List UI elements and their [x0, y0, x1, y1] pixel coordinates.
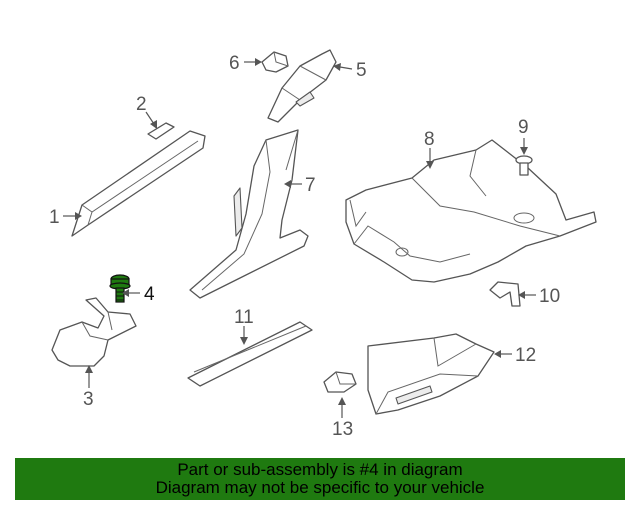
- leader-13-arrow: [338, 397, 346, 405]
- info-banner: Part or sub-assembly is #4 in diagram Di…: [15, 458, 625, 500]
- leader-9-arrow: [520, 147, 528, 155]
- part-2-clip[interactable]: [147, 122, 175, 140]
- part-8-floor-carpet[interactable]: [345, 139, 597, 283]
- leader-7-arrow: [284, 180, 291, 188]
- callout-8: 8: [424, 129, 435, 150]
- leader-6-arrow: [255, 58, 262, 66]
- part-4-bolt[interactable]: [109, 274, 131, 303]
- leader-11-arrow: [240, 337, 248, 345]
- callout-11: 11: [234, 307, 254, 328]
- leader-3-arrow: [85, 365, 93, 373]
- part-10-bracket[interactable]: [489, 281, 521, 307]
- part-11-sill-strip[interactable]: [187, 321, 313, 387]
- leader-2-arrow: [150, 120, 157, 129]
- callout-12: 12: [515, 345, 536, 366]
- banner-line-1: Part or sub-assembly is #4 in diagram: [177, 460, 463, 479]
- callout-2: 2: [136, 94, 147, 115]
- callout-3: 3: [83, 389, 94, 410]
- part-5-upper-trim[interactable]: [267, 49, 337, 123]
- leader-5: [339, 66, 353, 70]
- leader-10-arrow: [518, 291, 525, 299]
- part-12-kick-panel[interactable]: [367, 333, 495, 415]
- leader-12-arrow: [494, 350, 501, 358]
- callout-5: 5: [356, 60, 367, 81]
- part-3-bracket[interactable]: [51, 297, 137, 367]
- callout-7: 7: [305, 175, 316, 196]
- part-7-pillar-trim[interactable]: [189, 129, 309, 299]
- callout-1: 1: [49, 207, 60, 228]
- leader-5-arrow: [333, 63, 341, 71]
- leader-4-arrow: [122, 289, 129, 297]
- part-6-insert[interactable]: [261, 51, 289, 73]
- part-1-scuff-plate[interactable]: [71, 130, 206, 237]
- leader-8-arrow: [426, 161, 434, 169]
- leader-2: [145, 111, 155, 125]
- callout-10: 10: [539, 286, 560, 307]
- banner-line-2: Diagram may not be specific to your vehi…: [155, 478, 485, 497]
- part-9-fastener[interactable]: [515, 155, 533, 176]
- part-13-clip[interactable]: [323, 371, 357, 393]
- callout-9: 9: [518, 117, 529, 138]
- callout-4: 4: [144, 284, 155, 305]
- callout-13: 13: [332, 419, 353, 440]
- leader-1-arrow: [75, 212, 82, 220]
- callout-6: 6: [229, 53, 240, 74]
